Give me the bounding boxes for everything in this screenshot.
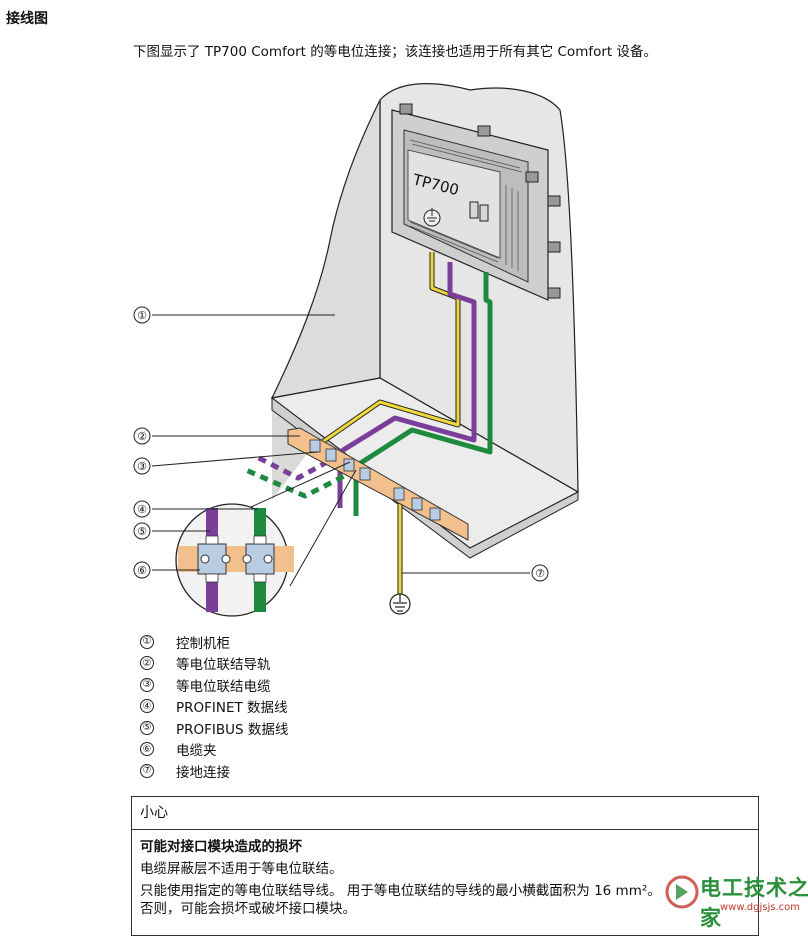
callout-lines [151, 314, 530, 574]
cabinet-front-edge [271, 396, 579, 559]
caution-line: 只能使用指定的等电位联结导线。 用于等电位联结的导线的最小横截面积为 16 mm… [140, 883, 661, 899]
green-lead [244, 467, 358, 499]
watermark-url: www.dgjsjs.com [720, 902, 801, 913]
caution-line: 电缆屏蔽层不适用于等电位联结。 [140, 861, 343, 877]
rail-clamps [309, 439, 441, 521]
callout-3: ③ [137, 460, 147, 473]
watermark: 电工技术之家 www.dgjsjs.com [660, 868, 808, 930]
callout-7: ⑦ [535, 567, 545, 580]
caution-subtitle: 可能对接口模块造成的损坏 [140, 839, 302, 855]
wiring-diagram: TP700 [133, 83, 580, 617]
intro-text: 下图显示了 TP700 Comfort 的等电位连接；该连接也适用于所有其它 C… [133, 44, 657, 60]
callout-6: ⑥ [137, 564, 147, 577]
callout-1: ① [137, 309, 147, 322]
callout-5: ⑤ [137, 525, 147, 538]
clamp-detail-inset [175, 503, 294, 617]
section-heading: 接线图 [6, 11, 48, 27]
callout-2: ② [137, 430, 147, 443]
callout-circles [133, 306, 549, 582]
callout-4: ④ [137, 503, 147, 516]
tp700-device: TP700 [391, 103, 561, 301]
watermark-text: 电工技术之家 [700, 876, 808, 930]
cabinet-left-wall [270, 99, 381, 399]
watermark-logo-icon [665, 875, 699, 909]
caution-line: 否则，可能会损坏或破坏接口模块。 [140, 901, 356, 917]
caution-body: 可能对接口模块造成的损坏 电缆屏蔽层不适用于等电位联结。 只能使用指定的等电位联… [132, 830, 758, 926]
ground-symbol-icon [389, 593, 411, 615]
caution-box: 小心 可能对接口模块造成的损坏 电缆屏蔽层不适用于等电位联结。 只能使用指定的等… [131, 796, 759, 936]
caution-title: 小心 [132, 797, 758, 830]
